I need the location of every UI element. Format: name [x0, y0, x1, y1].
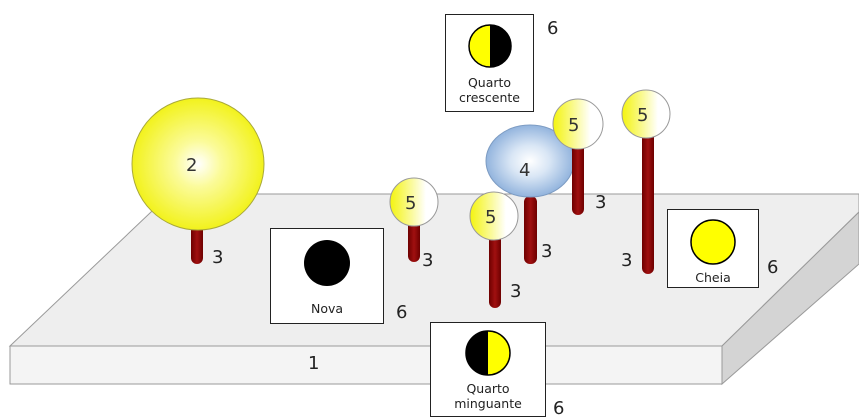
moon-model-4: 5 3	[621, 89, 671, 274]
sun-model: 2 3	[131, 97, 265, 268]
sun-stick	[191, 220, 203, 264]
label-moon-4: 5	[637, 105, 648, 126]
board-front	[9, 345, 723, 385]
label-board: 1	[308, 353, 319, 374]
label-moon-1: 5	[405, 193, 416, 214]
label-sun-stick: 3	[212, 247, 223, 268]
card-quarto-crescente-label: Quarto crescente	[458, 75, 521, 105]
first-quarter-moon-icon	[467, 24, 512, 68]
new-moon-icon	[304, 240, 350, 286]
label-moon-3: 5	[568, 115, 579, 136]
label-moon-stick-3: 3	[595, 192, 606, 213]
moon-stick-4	[642, 130, 654, 274]
label-moon-stick-1: 3	[422, 250, 433, 271]
moon-stick-1	[408, 220, 420, 262]
card-quarto-crescente: Quarto crescente	[445, 14, 534, 112]
moon-model-3: 5 3	[552, 98, 606, 215]
sun	[131, 97, 265, 231]
label-moon-2: 5	[485, 207, 496, 228]
label-card-quarto-minguante: 6	[553, 398, 565, 419]
earth-stick	[524, 196, 537, 264]
moon-stick-3	[572, 140, 584, 215]
board-side	[721, 211, 859, 386]
full-moon-icon	[690, 219, 736, 265]
label-card-quarto-crescente: 6	[547, 18, 559, 39]
last-quarter-moon-icon	[465, 330, 511, 376]
card-quarto-minguante-label: Quarto minguante	[454, 381, 522, 411]
label-earth-stick: 3	[541, 241, 552, 262]
moon-2	[469, 191, 519, 241]
label-earth: 4	[519, 160, 530, 181]
moon-model-2: 5 3	[469, 191, 521, 308]
label-moon-stick-2: 3	[510, 281, 521, 302]
moon-stick-2	[489, 234, 501, 308]
label-sun: 2	[186, 155, 197, 176]
card-nova: Nova	[270, 228, 384, 324]
card-cheia: Cheia	[667, 209, 759, 288]
label-card-cheia: 6	[767, 257, 779, 278]
label-moon-stick-4: 3	[621, 250, 632, 271]
moon-model-1: 5 3	[389, 177, 439, 271]
moon-4	[621, 89, 671, 139]
moon-3	[552, 98, 604, 150]
card-quarto-minguante: Quarto minguante	[430, 322, 546, 417]
label-card-nova: 6	[396, 302, 408, 323]
moon-1	[389, 177, 439, 227]
card-nova-label: Nova	[310, 301, 344, 316]
earth-model: 4 3	[485, 124, 575, 264]
card-cheia-label: Cheia	[695, 270, 731, 285]
